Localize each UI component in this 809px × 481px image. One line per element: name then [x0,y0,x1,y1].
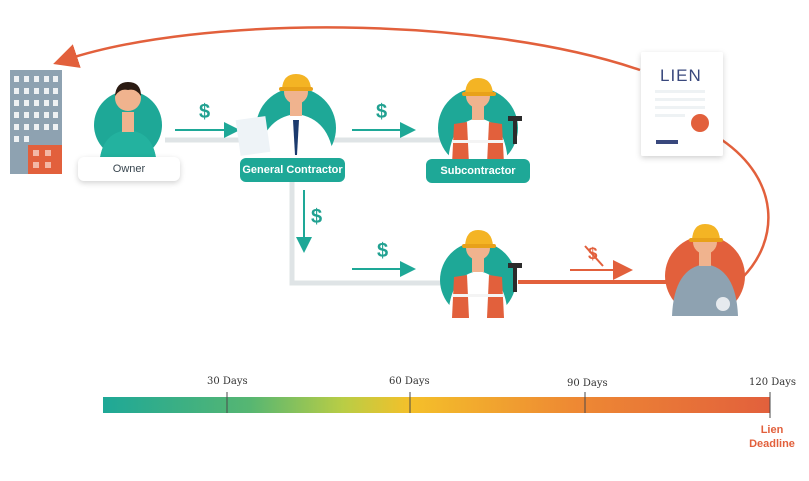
lien-deadline-line2: Deadline [749,438,795,450]
payment-gc-to-sub: $ [376,101,388,123]
lien-title: LIEN [660,66,702,85]
lien-return-arc [721,138,770,279]
lien-deadline-label: Lien Deadline [742,423,802,451]
tick-label-30: 30 Days [207,376,248,387]
tick-label-120: 120 Days [749,377,797,388]
owner-avatar [94,82,162,159]
lien-deadline-line1: Lien [760,424,784,436]
tick-label-90: 90 Days [567,378,608,389]
payment-gc-to-sub2: $ [377,240,389,262]
timeline-ticks [226,392,771,418]
blocked-payment-strike [584,245,604,267]
payment-blocked: $ [588,244,598,263]
general-contractor-label: General Contractor [240,158,345,182]
lien-arc-arrow [53,26,641,72]
second-subcontractor-avatar [440,230,522,318]
subcontractor-label: Subcontractor [426,159,530,183]
payment-owner-to-gc: $ [199,101,211,123]
tick-label-60: 60 Days [389,376,430,387]
owner-label: Owner [78,157,180,181]
payment-gc-down: $ [311,206,323,228]
timeline [103,392,771,418]
supplier-avatar [665,224,745,316]
seal-icon [691,114,709,132]
timeline-gradient-bar [103,397,770,413]
subcontractor-avatar [438,78,522,168]
general-contractor-avatar [235,74,336,168]
building-icon [10,70,62,174]
